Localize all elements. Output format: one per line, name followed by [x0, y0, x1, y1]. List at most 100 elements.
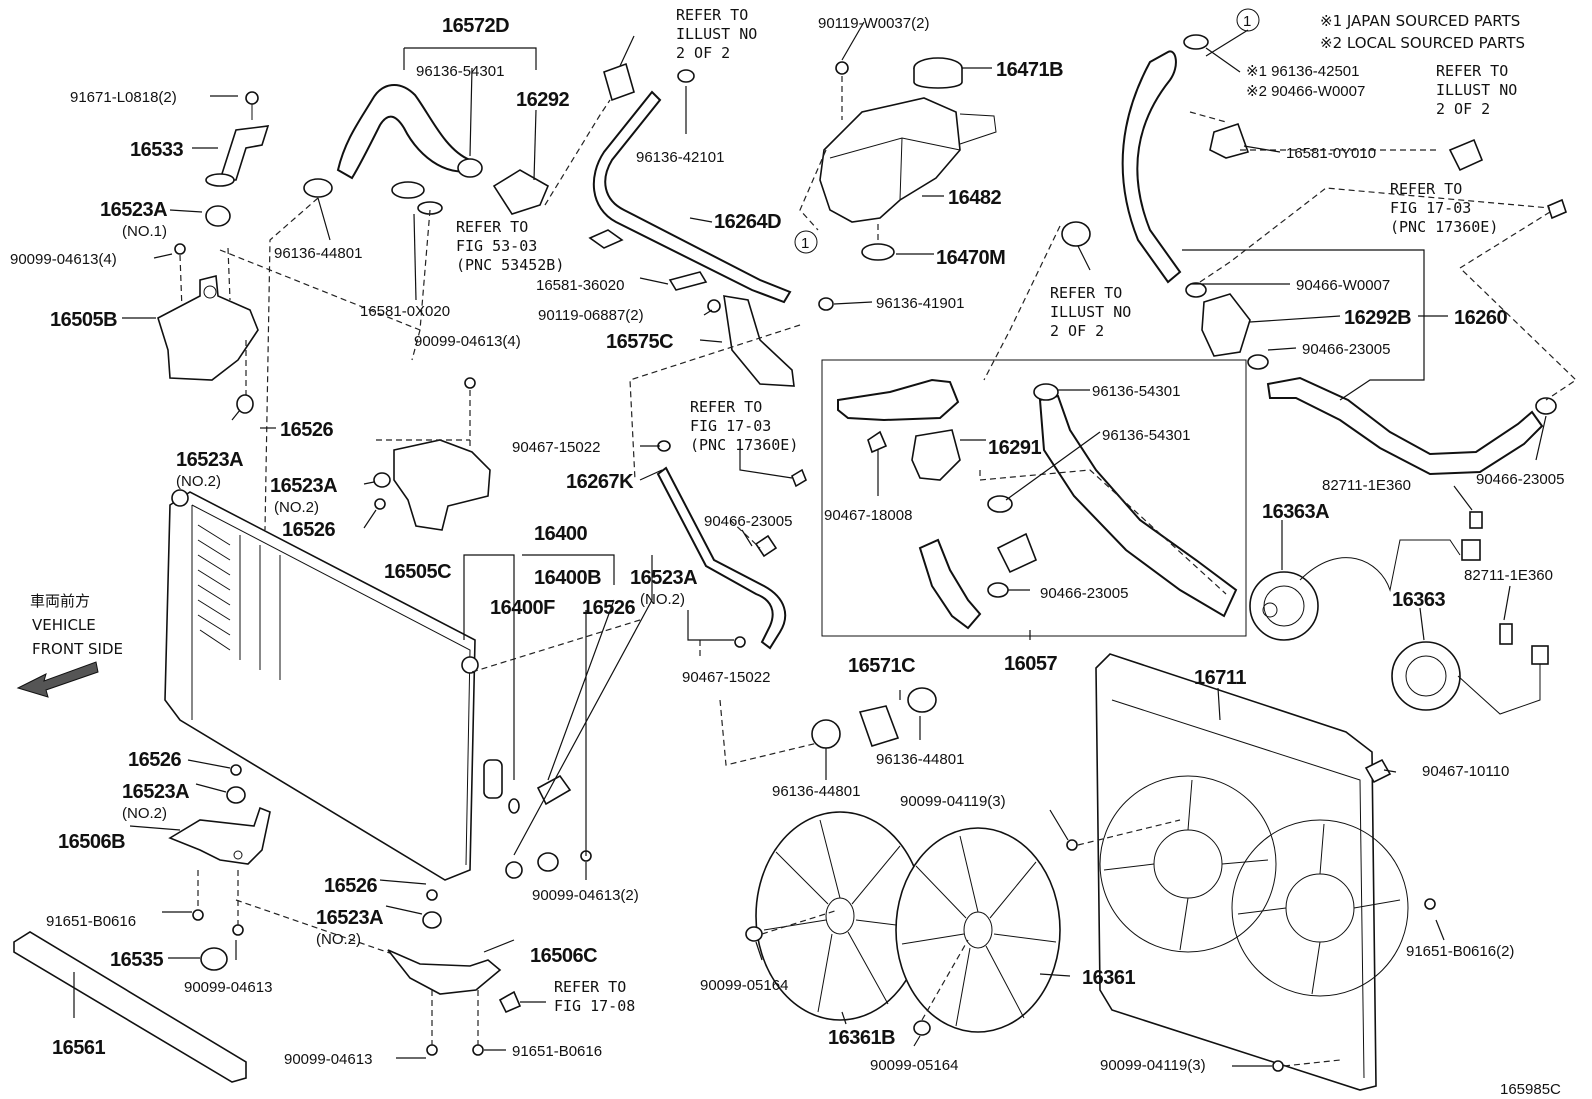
hose-clamp-icon[interactable]: [1247, 354, 1269, 370]
label-96136-54301: 96136-54301: [416, 63, 504, 80]
hose-clamp-icon[interactable]: [907, 687, 937, 713]
connector-82711-1E360-icon[interactable]: [1531, 645, 1549, 665]
hose-elbow-icon[interactable]: [492, 169, 550, 215]
fan-shroud[interactable]: [1095, 653, 1377, 1091]
hose-16260[interactable]: [1121, 50, 1182, 284]
radiator-core[interactable]: [164, 491, 476, 881]
hose-clamp-icon[interactable]: [457, 158, 483, 178]
fan-motor-16363-icon[interactable]: [1391, 641, 1461, 711]
hose-clamp-icon[interactable]: [303, 178, 333, 198]
bolt-icon[interactable]: [707, 299, 721, 313]
hose-clamp-icon[interactable]: [677, 69, 695, 83]
hose-clamp-icon[interactable]: [867, 430, 888, 454]
bolt-icon[interactable]: [835, 61, 849, 75]
bracket-16505C-icon[interactable]: [393, 439, 491, 531]
fan-16361[interactable]: [895, 827, 1061, 1033]
connector-icon[interactable]: [1499, 623, 1513, 645]
hose-clamp-icon[interactable]: [734, 636, 746, 648]
label-16535: 16535: [110, 949, 163, 971]
reservoir-tank[interactable]: [819, 97, 961, 223]
cushion-icon[interactable]: [373, 472, 391, 488]
label-90466-23005: 90466-23005: [704, 513, 792, 530]
fan-motor-16363A-icon[interactable]: [1249, 571, 1319, 641]
refer-fig53: REFER TO: [456, 218, 528, 236]
drain-cock-icon[interactable]: [461, 656, 479, 674]
bolt-icon[interactable]: [192, 909, 204, 921]
pipe-elbow-icon[interactable]: [996, 532, 1038, 574]
upper-radiator-hose[interactable]: [336, 84, 480, 180]
lower-hose-kit-icon[interactable]: [918, 538, 982, 630]
cushion-icon[interactable]: [236, 394, 254, 414]
bracket-16575C-icon[interactable]: [723, 295, 795, 387]
bolt-icon[interactable]: [472, 1044, 484, 1056]
elbow-16292B-icon[interactable]: [1201, 293, 1251, 357]
cushion-icon[interactable]: [226, 786, 246, 804]
cushion-icon[interactable]: [422, 911, 442, 929]
connector-pipe-16571C-icon[interactable]: [858, 705, 900, 747]
refer-illust: ILLUST NO: [1050, 303, 1131, 321]
o-ring-icon[interactable]: [508, 798, 520, 814]
bolt-icon[interactable]: [174, 243, 186, 255]
bolt-icon[interactable]: [1424, 898, 1436, 910]
bracket-16506C-icon[interactable]: [387, 949, 502, 995]
clip-90467-10110-icon[interactable]: [1364, 758, 1392, 784]
hose-clamp-icon[interactable]: [1183, 34, 1209, 50]
connector-icon[interactable]: [1469, 511, 1483, 529]
bolt-icon[interactable]: [1272, 1060, 1284, 1072]
bracket-hole-icon: [205, 173, 235, 187]
label-90466-23005: 90466-23005: [1302, 341, 1390, 358]
bolt-icon[interactable]: [232, 924, 244, 936]
clip-icon[interactable]: [498, 990, 522, 1014]
cushion-16535-icon[interactable]: [200, 947, 228, 971]
label-82711-1E360: 82711-1E360: [1322, 477, 1411, 494]
bolt-icon[interactable]: [426, 1044, 438, 1056]
bracket-16533-icon[interactable]: [218, 125, 270, 181]
bolt-icon[interactable]: [1066, 839, 1078, 851]
hose-16264D[interactable]: [592, 90, 792, 304]
hose-connector-icon[interactable]: [1448, 138, 1484, 172]
hose-clamp-icon[interactable]: [811, 719, 841, 749]
hose-clamp-icon[interactable]: [391, 181, 425, 199]
nut-icon[interactable]: [913, 1020, 931, 1036]
hose-connector-icon[interactable]: [603, 62, 635, 102]
cushion-icon[interactable]: [230, 764, 242, 776]
label-90467-15022: 90467-15022: [512, 439, 600, 456]
cushion-icon[interactable]: [426, 889, 438, 901]
cushion-icon[interactable]: [537, 852, 559, 872]
clip-icon[interactable]: [588, 229, 624, 249]
label-16400: 16400: [534, 523, 587, 545]
label-90466-W0007: 90466-W0007: [1296, 277, 1390, 294]
hose-clamp-icon[interactable]: [1033, 383, 1059, 401]
cushion-icon[interactable]: [205, 205, 231, 227]
hose-clamp-icon[interactable]: [1185, 282, 1207, 298]
outlet-pipe-icon[interactable]: [483, 759, 503, 799]
hose-clamp-icon[interactable]: [987, 582, 1009, 598]
label-16526: 16526: [282, 519, 335, 541]
nut-icon[interactable]: [745, 926, 763, 942]
bolt-icon[interactable]: [245, 91, 259, 105]
clip-16581-36020-icon[interactable]: [668, 271, 708, 291]
clip-icon[interactable]: [754, 534, 778, 558]
connector-82711-1E360-icon[interactable]: [1461, 539, 1481, 561]
pipe-end-icon[interactable]: [1547, 198, 1567, 220]
bracket-16505B-icon[interactable]: [157, 274, 259, 381]
bracket-16506B-icon[interactable]: [168, 806, 271, 865]
clip-16581-0Y010-icon[interactable]: [1209, 122, 1250, 159]
thermostat-16291-icon[interactable]: [911, 429, 961, 481]
clip-icon[interactable]: [791, 468, 807, 488]
cushion-icon[interactable]: [505, 861, 523, 879]
radiator-cap-icon[interactable]: [171, 489, 189, 507]
label-96136-44801: 96136-44801: [772, 783, 860, 800]
hose-16267K[interactable]: [656, 466, 787, 650]
bypass-hose-icon[interactable]: [837, 378, 960, 422]
upper-hose-kit-icon[interactable]: [1038, 394, 1238, 618]
grommet-16470M-icon[interactable]: [861, 243, 895, 261]
hose-lower-segment-icon[interactable]: [1266, 376, 1544, 476]
hose-clamp-icon[interactable]: [1535, 397, 1557, 415]
hose-connector-icon[interactable]: [1061, 221, 1091, 247]
cushion-icon[interactable]: [374, 498, 386, 510]
hose-clamp-icon[interactable]: [818, 297, 834, 311]
kit-16057-box: [821, 359, 1247, 637]
seal-16561[interactable]: [13, 931, 247, 1083]
bolt-icon[interactable]: [464, 377, 476, 389]
